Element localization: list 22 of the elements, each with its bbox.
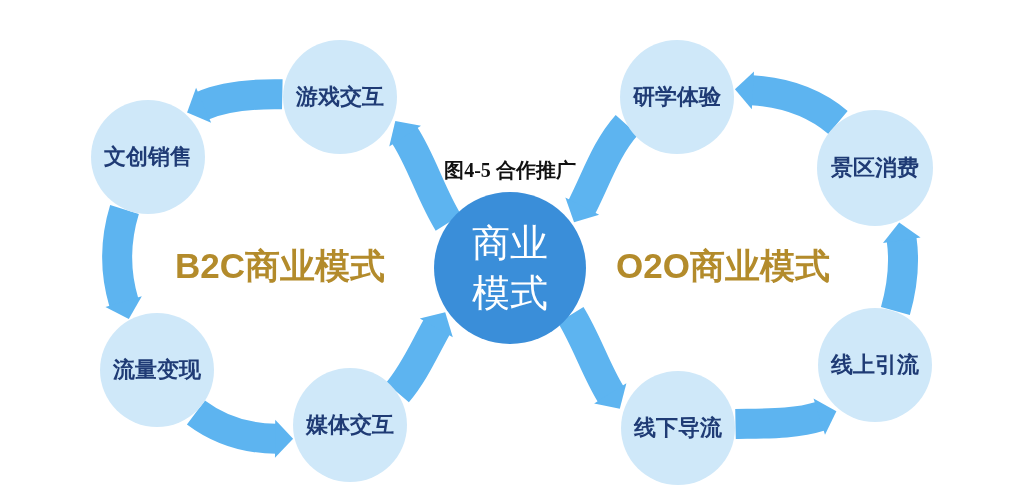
step-circle: 线下导流	[621, 371, 735, 485]
curved-arrow	[565, 115, 639, 223]
step-circle: 流量变现	[100, 313, 214, 427]
step-circle: 文创销售	[91, 100, 205, 214]
curved-arrow	[186, 79, 283, 123]
step-circle: 媒体交互	[293, 368, 407, 482]
curved-arrow	[735, 398, 837, 439]
curved-arrow	[187, 400, 294, 458]
figure-title: 图4-5 合作推广	[444, 158, 576, 183]
curved-arrow	[880, 222, 921, 315]
curved-arrow	[734, 71, 848, 135]
step-circle: 研学体验	[620, 40, 734, 154]
hub-circle: 商业模式	[434, 192, 586, 344]
curved-arrow	[388, 120, 462, 231]
curved-arrow	[385, 312, 453, 402]
model-label: O2O商业模式	[616, 244, 830, 287]
step-circle: 景区消费	[817, 110, 933, 226]
curved-arrow	[557, 307, 627, 409]
step-circle: 游戏交互	[283, 40, 397, 154]
curved-arrow	[102, 205, 142, 319]
step-circle: 线上引流	[818, 308, 932, 422]
model-label: B2C商业模式	[175, 244, 385, 287]
